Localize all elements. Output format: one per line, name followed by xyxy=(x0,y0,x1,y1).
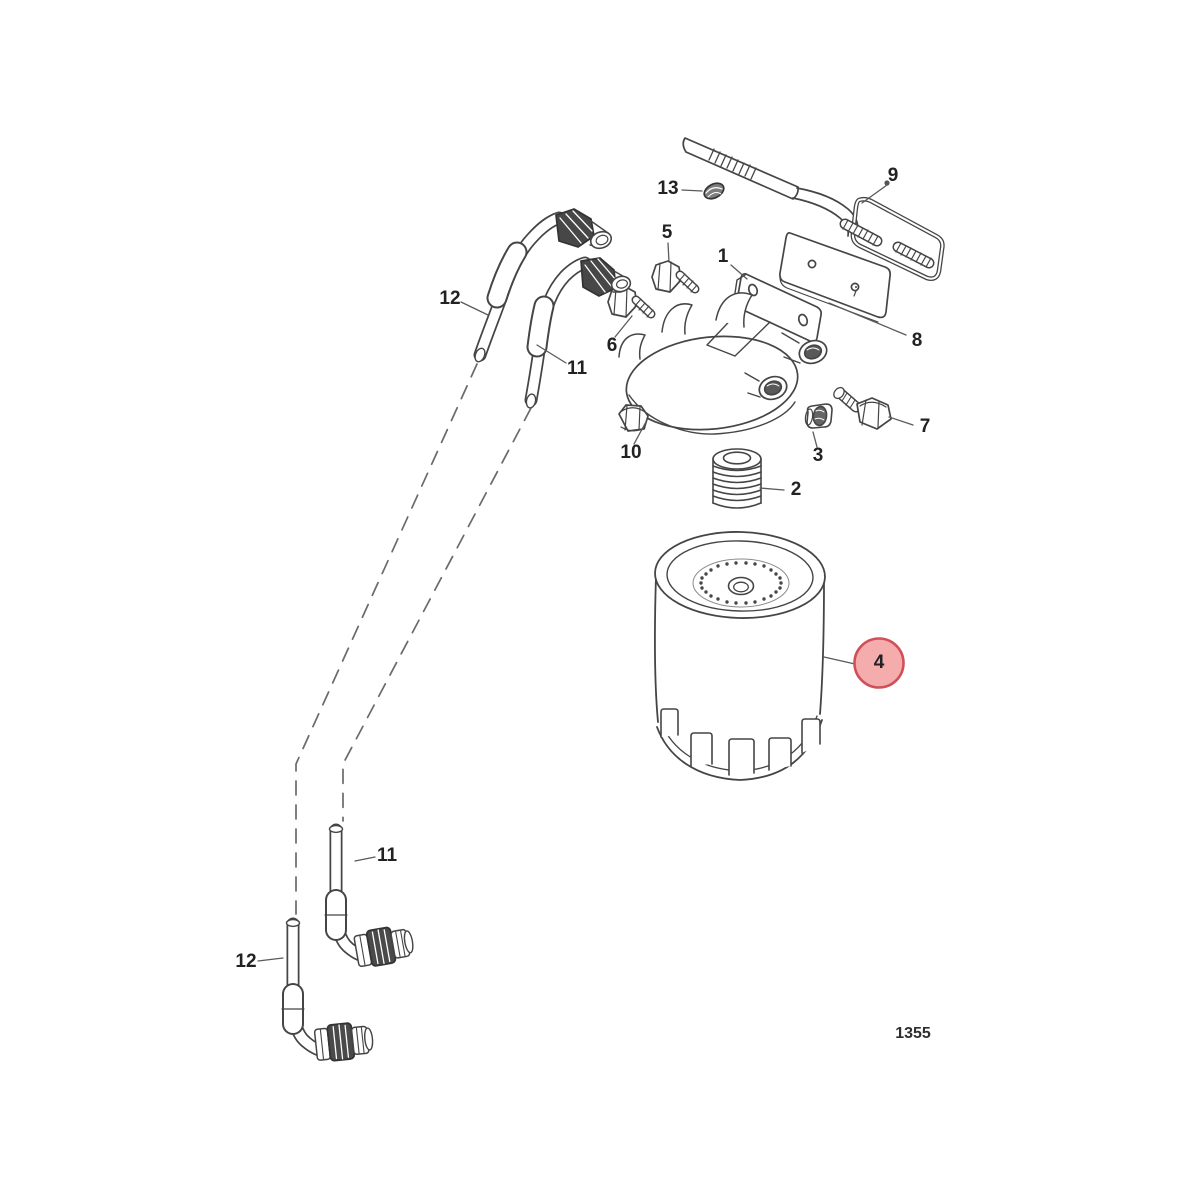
fitting-part-6 xyxy=(607,285,656,319)
fuel-hose-12-upper xyxy=(473,208,613,363)
nut-part-10 xyxy=(618,404,649,432)
threaded-nipple-part-2 xyxy=(712,448,762,509)
figure-number: 1355 xyxy=(895,1025,931,1042)
callout-4: 4 xyxy=(873,652,885,673)
callout-11-lower: 11 xyxy=(376,845,398,866)
callout-11-upper: 11 xyxy=(566,358,588,379)
bracket-arm-part-9 xyxy=(682,137,945,281)
callout-1: 1 xyxy=(717,246,729,267)
callout-3: 3 xyxy=(812,445,824,466)
callout-12-upper: 12 xyxy=(439,288,461,309)
fitting-part-5 xyxy=(651,260,700,294)
leader-lines xyxy=(257,184,914,962)
plug-part-3 xyxy=(804,403,833,429)
callout-7: 7 xyxy=(919,416,931,437)
callout-9: 9 xyxy=(887,165,899,186)
filter-top-perforations xyxy=(699,561,783,605)
dashed-assembly-lines xyxy=(295,363,532,915)
mounting-plate-part-8 xyxy=(779,232,891,323)
callout-5: 5 xyxy=(661,222,673,243)
bolt-part-7 xyxy=(833,386,892,430)
callout-2: 2 xyxy=(790,479,802,500)
callout-10: 10 xyxy=(620,442,642,463)
highlight-circle-part-4 xyxy=(853,637,905,689)
filter-head-part-1 xyxy=(618,272,828,435)
fuel-hose-12-lower xyxy=(281,917,374,1062)
callout-8: 8 xyxy=(911,330,923,351)
cap-part-13 xyxy=(703,182,725,200)
fuel-hose-11-lower xyxy=(324,823,414,968)
callout-13: 13 xyxy=(657,178,679,199)
filter-canister-part-4 xyxy=(654,531,826,781)
callout-12-lower: 12 xyxy=(235,951,257,972)
callout-6: 6 xyxy=(606,335,618,356)
fuel-hose-11-upper xyxy=(524,256,632,409)
